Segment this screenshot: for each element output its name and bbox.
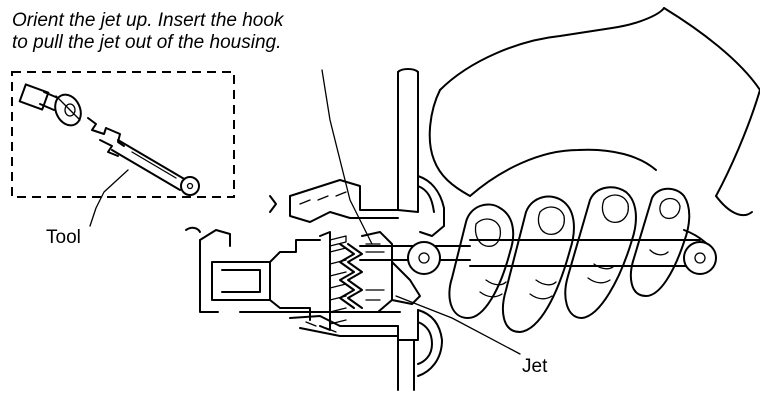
jet-label: Jet bbox=[522, 356, 548, 377]
instruction-line-2: to pull the jet out of the housing. bbox=[12, 32, 282, 53]
inset-jet-part bbox=[18, 83, 82, 127]
housing-cross-section bbox=[185, 68, 521, 391]
instruction-caption: Orient the jet up. Insert the hook to pu… bbox=[12, 10, 372, 54]
jet-leader-line bbox=[395, 295, 521, 355]
tool-inset bbox=[11, 71, 235, 227]
inserted-tool bbox=[359, 239, 717, 275]
tool-leader-line bbox=[89, 169, 129, 227]
hand bbox=[428, 7, 760, 333]
tool-label: Tool bbox=[46, 227, 81, 248]
inset-hook-tool bbox=[87, 117, 200, 196]
instruction-line-1: Orient the jet up. Insert the hook bbox=[12, 10, 284, 31]
